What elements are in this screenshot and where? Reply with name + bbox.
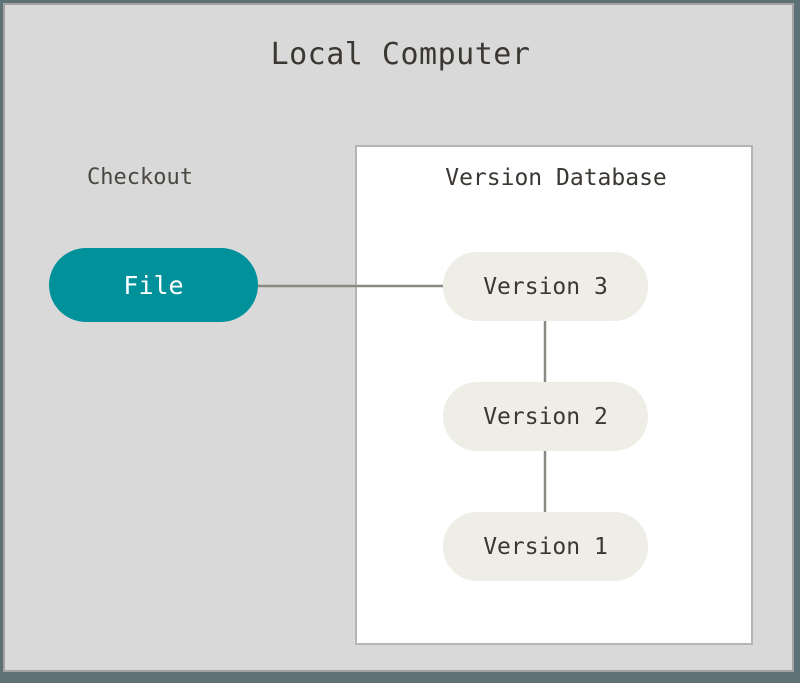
node-version-3[interactable]: Version 3 — [443, 252, 648, 321]
node-version-1-label: Version 1 — [483, 533, 608, 560]
version-database-title: Version Database — [445, 165, 667, 191]
node-file[interactable]: File — [49, 248, 258, 322]
local-computer-frame: Local Computer Checkout Version Database — [3, 3, 794, 672]
diagram-title: Local Computer — [270, 37, 531, 72]
node-file-label: File — [123, 270, 184, 300]
checkout-label: Checkout — [87, 165, 193, 190]
node-version-1[interactable]: Version 1 — [443, 512, 648, 581]
node-version-2-label: Version 2 — [483, 403, 608, 430]
node-version-2[interactable]: Version 2 — [443, 382, 648, 451]
node-version-3-label: Version 3 — [483, 273, 608, 300]
